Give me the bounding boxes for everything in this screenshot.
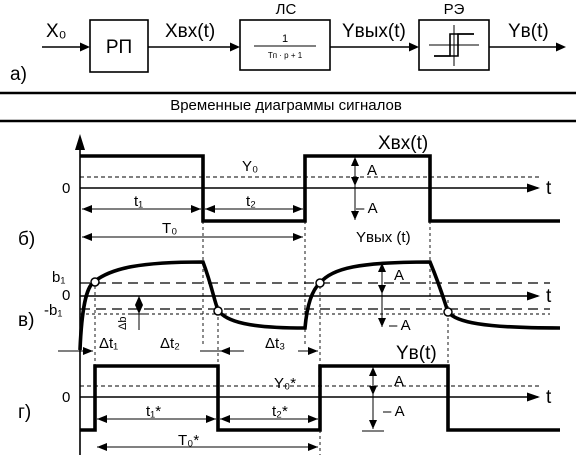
amp-v-neg: – A [389, 317, 411, 334]
amp-g-up-head [369, 367, 377, 376]
amp-b-up-head [351, 157, 359, 166]
dt2-label: Δt₂ [160, 335, 180, 352]
t2-label: t₂ [246, 193, 256, 210]
arrow-out-head [556, 42, 566, 52]
t2-left-head [205, 205, 215, 213]
t2s-label: t₂* [272, 403, 288, 420]
amp-b-neg: – A [356, 200, 378, 217]
block-rp [89, 19, 149, 73]
minus-b1-label: -b₁ [44, 302, 62, 319]
signal-xvx-label: Xвх(t) [165, 21, 215, 42]
t1-left-head [82, 205, 92, 213]
arrow-1-head [230, 42, 240, 52]
t2s-right-head [308, 415, 318, 423]
part-label-v: в) [18, 310, 34, 331]
yvyh-label-b: Yвых (t) [356, 229, 411, 246]
zero-label-g: 0 [62, 389, 70, 406]
amp-b-down-head [351, 211, 359, 220]
input-label: X₀ [46, 21, 67, 42]
t-label-g: t [546, 387, 552, 408]
T0s-right-head [308, 443, 318, 451]
diagram-g: г) 0 t Y₀* Yв(t) A – A t₁* t₂* [18, 343, 560, 451]
block-re-title: РЭ [444, 1, 465, 18]
amp-g-pos: A [394, 373, 404, 390]
T0-right-head [293, 233, 303, 241]
T0s-left-head [97, 443, 107, 451]
xvx-waveform [80, 154, 560, 223]
diagram-b: б) 0 t Y₀ Xвх(t) A – A Yвых (t) t₁ t [18, 133, 560, 250]
dt1-label: Δt₁ [99, 335, 118, 352]
t1-right-head [191, 205, 201, 213]
t1s-right-head [206, 415, 216, 423]
amp-g-neg: – A [383, 403, 405, 420]
amp-v-mid-head [378, 285, 386, 294]
y0-label: Y₀ [242, 158, 258, 175]
arrow-input-head [80, 42, 90, 52]
T0s-label: T₀* [178, 432, 199, 449]
timing-diagrams: б) 0 t Y₀ Xвх(t) A – A Yвых (t) t₁ t [18, 133, 561, 455]
T0-left-head [82, 233, 92, 241]
amp-g-down-head [369, 420, 377, 429]
amp-b-mid-head [351, 177, 359, 186]
y-axis-arrow [75, 134, 85, 150]
block-rp-label: РП [106, 37, 132, 58]
xvx-label: Xвх(t) [378, 133, 428, 154]
yvyh-waveform [78, 260, 561, 351]
tf-denominator: Tп · p + 1 [268, 51, 303, 60]
dt1-head [83, 347, 93, 355]
arrow-2-head [409, 42, 419, 52]
yv-waveform [80, 364, 560, 432]
b1-label: b₁ [52, 269, 65, 286]
time-axis-g-arrow [527, 392, 540, 402]
t1s-label: t₁* [146, 403, 161, 420]
block-ls [239, 19, 331, 71]
t1s-left-head [97, 415, 107, 423]
zero-label-v: 0 [62, 287, 70, 304]
yv-label: Yв(t) [396, 343, 437, 364]
part-label-g: г) [18, 402, 31, 423]
amp-v-down-head [378, 318, 386, 327]
dt3-label: Δt₃ [265, 335, 285, 352]
block-ls-title: ЛС [276, 1, 297, 18]
diagram-v: в) b₁ 0 -b₁ t Δb A – [18, 260, 561, 355]
switch-point-4 [443, 307, 453, 317]
signal-yvyh-label: Yвых(t) [342, 21, 406, 42]
T0-label: T₀ [162, 220, 177, 237]
switch-point-3 [315, 278, 325, 288]
part-label-a: а) [10, 64, 27, 85]
amp-b-pos: A [367, 162, 377, 179]
db-label: Δb [117, 317, 129, 330]
dt3-head [308, 347, 318, 355]
switch-point-2 [213, 306, 223, 316]
section-title: Временные диаграммы сигналов [170, 97, 402, 114]
part-label-b: б) [18, 229, 35, 250]
time-axis-v-arrow [527, 291, 540, 301]
t1-label: t₁ [134, 193, 143, 210]
db-up-head [135, 296, 143, 305]
y0s-label: Y₀* [274, 375, 296, 392]
dt2-head [220, 347, 230, 355]
block-diagram: X₀ РП Xвх(t) ЛС 1 Tп · p + 1 Yвых(t) РЭ … [10, 1, 566, 85]
amp-g-mid-head [369, 386, 377, 395]
hysteresis-relay-icon [429, 25, 479, 66]
db-down-head [135, 305, 143, 314]
t-label-b: t [546, 178, 552, 199]
time-axis-b-arrow [527, 183, 540, 193]
signal-yv-label: Yв(t) [508, 21, 549, 42]
tf-numerator: 1 [282, 33, 288, 45]
t-label-v: t [546, 286, 552, 307]
amp-v-pos: A [394, 267, 404, 284]
zero-label-b: 0 [62, 180, 70, 197]
t2s-left-head [220, 415, 230, 423]
t2-right-head [293, 205, 303, 213]
amp-v-up-head [378, 263, 386, 272]
switch-point-1 [90, 277, 100, 287]
